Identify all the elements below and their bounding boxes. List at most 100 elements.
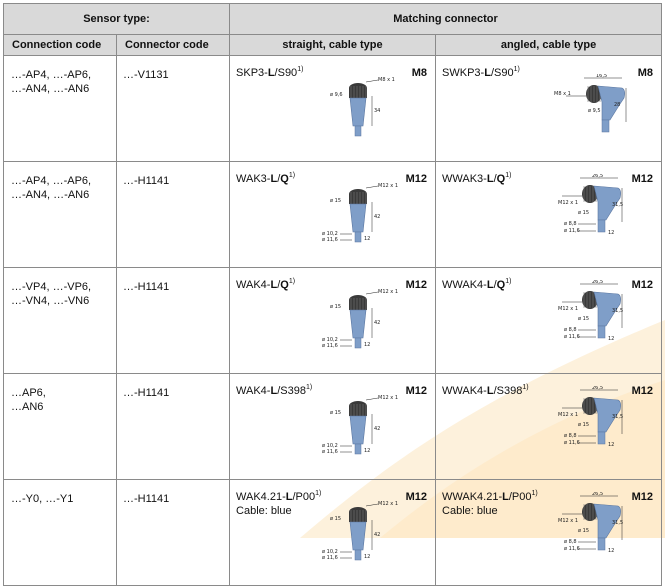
connector-head (349, 507, 368, 522)
cable (354, 549, 362, 561)
cable (354, 337, 362, 349)
connection-code-line: …-AN4, …-AN6 (11, 189, 90, 201)
dim-cable-len: 12 (364, 448, 370, 454)
dim-cable-d2: ø 11,6 (564, 440, 580, 446)
cable (601, 119, 610, 133)
cable (354, 443, 362, 455)
product-code: SWKP3-L/S901) (442, 66, 520, 79)
dim-length: 31,5 (612, 202, 623, 208)
straight-connector-cell: SKP3-L/S901) M8 M8 x 1 ø 9,6 34 (229, 55, 437, 162)
connector-head (349, 401, 368, 416)
connector-head (349, 295, 368, 310)
connector-code: …-H1141 (123, 493, 170, 505)
dim-width: 26,5 (592, 492, 603, 497)
thread-size: M12 (631, 491, 654, 503)
dim-diameter: ø 15 (330, 304, 341, 310)
connector-code-cell: …-H1141 (115, 267, 231, 374)
header-matching-connector: Matching connector (229, 3, 663, 35)
dim-width: 26,5 (592, 386, 603, 391)
cable (354, 125, 362, 137)
product-code: SKP3-L/S901) (236, 66, 304, 79)
product-code: WAK4-L/Q1) (236, 278, 296, 291)
thread-size: M8 (637, 67, 654, 79)
connector-head (349, 83, 368, 98)
dim-thread: M12 x 1 (378, 501, 398, 507)
dim-thread: M12 x 1 (378, 183, 398, 189)
connection-code-cell: …-Y0, …-Y1 (3, 479, 117, 586)
table-row: …-AP4, …-AP6,…-AN4, …-AN6 …-V1131 SKP3-L/S… (3, 55, 663, 162)
dim-thread: M12 x 1 (378, 395, 398, 401)
cable (597, 219, 606, 233)
connection-code-cell: …AP6,…AN6 (3, 373, 117, 480)
thread-size: M8 (411, 67, 428, 79)
connector-code: …-H1141 (123, 281, 170, 293)
thread-size: M12 (405, 279, 428, 291)
connector-code: …-H1141 (123, 387, 170, 399)
dim-diameter: ø 9,6 (330, 92, 343, 98)
dim-cable-d1: ø 8,8 (564, 433, 577, 439)
dim-diameter: ø 15 (330, 198, 341, 204)
angled-connector-drawing: 16,5M8 x 1ø 9,528 (554, 74, 627, 133)
dim-cable-len: 12 (364, 236, 370, 242)
dim-length: 42 (374, 532, 380, 538)
connection-code-line: …AP6, (11, 387, 46, 399)
dim-thread: M12 x 1 (378, 289, 398, 295)
connection-code-cell: …-VP4, …-VP6,…-VN4, …-VN6 (3, 267, 117, 374)
dim-cable-d2: ø 11,6 (564, 334, 580, 340)
dim-thread: M8 x 1 (378, 77, 395, 83)
dim-cable-d1: ø 8,8 (564, 221, 577, 227)
connector-code: …-V1131 (123, 69, 169, 81)
product-code: WWAK4-L/Q1) (442, 278, 512, 291)
thread-size: M12 (405, 173, 428, 185)
connection-code-cell: …-AP4, …-AP6, …-AN4, …-AN6 (3, 161, 117, 268)
cable-color: Cable: blue (236, 505, 292, 517)
straight-connector-drawing: M8 x 1 ø 9,6 34 (330, 77, 395, 137)
thread-size: M12 (631, 385, 654, 397)
dim-cable-d1: ø 10,2 (322, 231, 338, 237)
cable (597, 537, 606, 551)
table-row: …-VP4, …-VP6,…-VN4, …-VN6 …-H1141 WAK4-L/Q… (3, 267, 663, 374)
connection-code-line: …-AP4, …-AP6, (11, 175, 92, 187)
connector-code-cell: …-H1141 (115, 479, 231, 586)
dim-diameter: ø 15 (578, 528, 589, 534)
dim-cable-d2: ø 11,6 (322, 555, 338, 561)
header-sensor-type: Sensor type: (2, 3, 231, 35)
connector-code-cell: …-H1141 (115, 373, 231, 480)
dim-thread: M12 x 1 (558, 518, 578, 524)
connection-code-line: …-AN4, …-AN6 (11, 83, 90, 95)
connector-code-cell: …-V1131 (115, 55, 231, 162)
connector-body (349, 521, 367, 551)
dim-length: 31,5 (612, 308, 623, 314)
dim-cable-len: 12 (608, 230, 614, 236)
thread-size: M12 (631, 279, 654, 291)
cable (354, 231, 362, 243)
cable (597, 325, 606, 339)
dim-width: 26,5 (592, 280, 603, 285)
dim-cable-d1: ø 8,8 (564, 539, 577, 545)
dim-thread: M12 x 1 (558, 200, 578, 206)
dim-length: 34 (374, 108, 380, 114)
connection-code-line: …-VP4, …-VP6, (11, 281, 92, 293)
dim-cable-d2: ø 11,6 (564, 228, 580, 234)
dim-cable-d2: ø 11,6 (322, 343, 338, 349)
dim-cable-len: 12 (608, 442, 614, 448)
dim-thread: M12 x 1 (558, 306, 578, 312)
cable (597, 431, 606, 445)
connection-code-line: …-Y0, …-Y1 (11, 493, 74, 505)
connection-code-cell: …-AP4, …-AP6,…-AN4, …-AN6 (3, 55, 117, 162)
header-connector-code: Connector code (115, 34, 231, 56)
thread-size: M12 (631, 173, 654, 185)
